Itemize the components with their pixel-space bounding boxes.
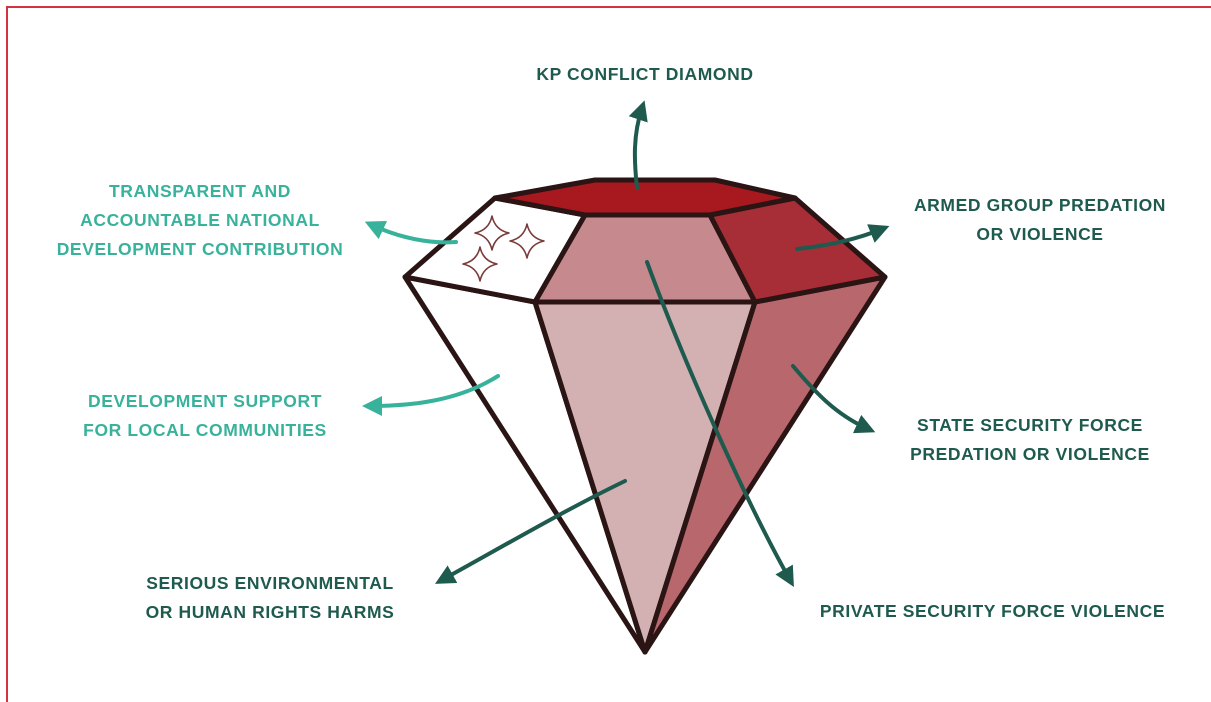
label-line: ARMED GROUP PREDATION: [913, 195, 1167, 215]
arrows: [362, 100, 890, 587]
label-line: DEVELOPMENT CONTRIBUTION: [56, 239, 344, 259]
sparkle-icon: [462, 215, 545, 282]
label-line: ACCOUNTABLE NATIONAL: [80, 210, 320, 230]
arrow-serious-harms: [434, 479, 627, 584]
page-border: [6, 6, 1211, 702]
transparent-accountable-label: TRANSPARENT AND ACCOUNTABLE NATIONAL DEV…: [30, 177, 370, 264]
development-support-label: DEVELOPMENT SUPPORT FOR LOCAL COMMUNITIE…: [60, 387, 350, 445]
label-line: FOR LOCAL COMMUNITIES: [83, 420, 327, 440]
label-line: STATE SECURITY FORCE: [917, 415, 1143, 435]
label-line: SERIOUS ENVIRONMENTAL: [146, 573, 394, 593]
label-line: DEVELOPMENT SUPPORT: [87, 391, 323, 411]
armed-group-label: ARMED GROUP PREDATION OR VIOLENCE: [895, 191, 1185, 249]
serious-harms-label: SERIOUS ENVIRONMENTAL OR HUMAN RIGHTS HA…: [120, 569, 420, 627]
arrow-kp-conflict-diamond: [628, 100, 648, 190]
arrow-transparent-accountable: [364, 220, 458, 245]
state-security-label: STATE SECURITY FORCE PREDATION OR VIOLEN…: [885, 411, 1175, 469]
diamond: [402, 177, 888, 655]
arrow-state-security: [791, 364, 876, 434]
title-label: KP CONFLICT DIAMOND: [536, 64, 754, 84]
arrow-development-support: [362, 374, 500, 416]
arrow-armed-group: [795, 224, 890, 251]
label-line: PREDATION OR VIOLENCE: [910, 444, 1150, 464]
label-line: OR HUMAN RIGHTS HARMS: [145, 602, 395, 622]
private-security-label: PRIVATE SECURITY FORCE VIOLENCE: [819, 601, 1166, 621]
arrow-private-security: [645, 260, 794, 587]
label-line: TRANSPARENT AND: [108, 181, 292, 201]
table-facet: [492, 177, 798, 218]
label-line: OR VIOLENCE: [976, 224, 1104, 244]
